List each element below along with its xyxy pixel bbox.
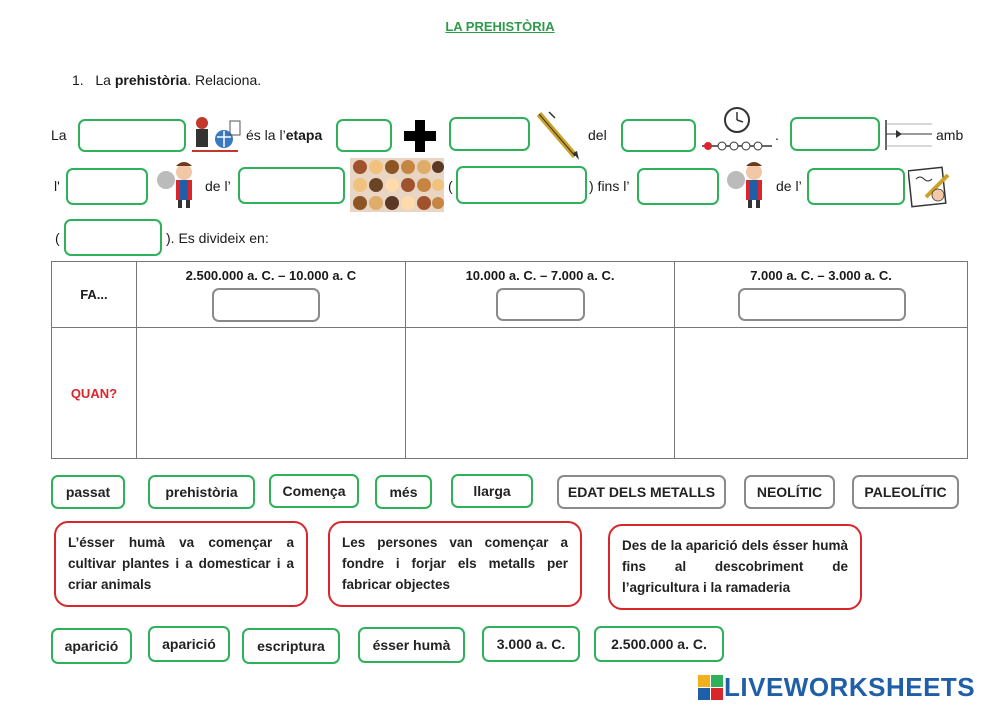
question-number: 1. [72,72,84,88]
chip-neolitic[interactable]: NEOLÍTIC [744,475,835,509]
chip-mes[interactable]: més [375,475,432,509]
liveworksheets-logo-icon [698,674,723,700]
column-header: 2.500.000 a. C. – 10.000 a. C [185,268,357,283]
plus-icon [404,120,436,152]
chip-aparicio-1[interactable]: aparició [51,628,132,664]
drop-box-fa-2[interactable] [496,288,585,321]
description-edat-metalls[interactable]: Les persones van començar a fondre i for… [328,521,582,607]
drop-box-6[interactable] [66,168,148,205]
magician-icon [727,162,762,208]
question-pre: La [95,72,111,88]
chip-llarga[interactable]: llarga [451,474,533,508]
question-heading: 1. La prehistòria. Relaciona. [72,72,261,88]
column-header: 7.000 a. C. – 3.000 a. C. [750,268,892,283]
word-fins: ) fins l’ [589,178,630,194]
chip-paleolitic[interactable]: PALEOLÍTIC [852,475,959,509]
drop-box-8[interactable] [456,166,587,204]
row-label-fa: FA... [51,261,137,328]
drop-box-3[interactable] [449,117,530,151]
drop-box-7[interactable] [238,167,345,204]
drop-box-1[interactable] [78,119,186,152]
chip-3000-ac[interactable]: 3.000 a. C. [482,626,580,662]
drop-box-9[interactable] [637,168,719,205]
column-header: 10.000 a. C. – 7.000 a. C. [465,268,615,283]
drop-box-fa-3[interactable] [738,288,906,321]
drop-zone-quan-1[interactable] [135,327,406,459]
people-faces-icon [350,158,444,212]
word-de-l-2: de l’ [776,178,802,194]
description-paleolitic[interactable]: Des de la aparició dels ésser humà fins … [608,524,862,610]
word-amb: amb [936,127,964,143]
liveworksheets-logo: LIVEWORKSHEETS [698,672,975,703]
pencil-icon [536,111,579,160]
paren-open: ( [448,178,453,194]
magician-icon [157,162,192,208]
word-la: La [51,127,67,143]
drop-box-4[interactable] [621,119,696,152]
drop-zone-quan-2[interactable] [404,327,676,459]
chip-passat[interactable]: passat [51,475,125,509]
chip-2500000-ac[interactable]: 2.500.000 a. C. [594,626,724,662]
word-l: l' [54,178,60,194]
chip-edat-metalls[interactable]: EDAT DELS METALLS [557,475,726,509]
drop-box-11[interactable] [64,219,162,256]
row-label-quan: QUAN? [51,327,137,459]
word-del: del [588,127,607,143]
drop-zone-quan-3[interactable] [674,327,968,459]
word-dot: . [775,127,779,143]
word-de-l: de l’ [205,178,231,194]
timeline-clock-icon [702,107,772,151]
description-neolitic[interactable]: L’ésser humà va començar a cultivar plan… [54,521,308,607]
paren-open-2: ( [55,230,60,246]
writing-hand-icon [908,166,950,208]
drop-box-fa-1[interactable] [212,288,320,322]
logo-text: LIVEWORKSHEETS [724,672,976,702]
chip-escriptura[interactable]: escriptura [242,628,340,664]
page-title: LA PREHISTÒRIA [445,19,555,34]
question-keyword: prehistòria [114,72,188,88]
chip-aparicio-2[interactable]: aparició [148,626,230,662]
arrow-line-icon [885,120,932,150]
chip-comenca[interactable]: Comença [269,474,359,508]
chip-prehistoria[interactable]: prehistòria [148,475,255,509]
word-es-la: és la l’etapa [246,127,323,143]
drop-box-2[interactable] [336,119,392,152]
drop-box-5[interactable] [790,117,880,151]
drop-box-10[interactable] [807,168,905,205]
word-es-divideix: ). Es divideix en: [166,230,269,246]
question-post: . Relaciona. [187,72,262,88]
chip-esser-huma[interactable]: ésser humà [358,627,465,663]
historian-icon [192,117,241,152]
